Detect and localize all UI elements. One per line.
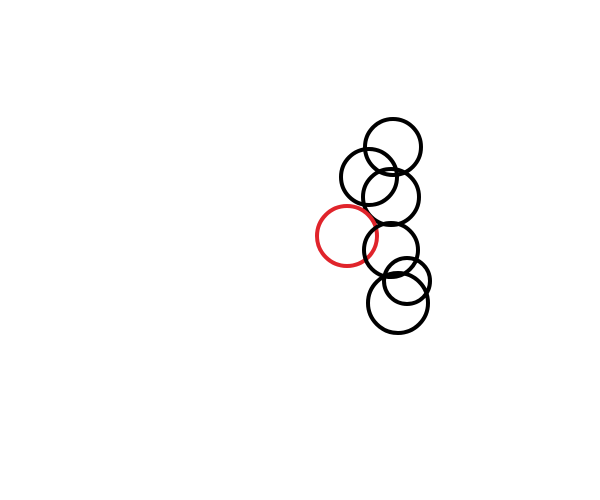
ring-bottom [366,271,430,335]
ring-small-lower [382,256,432,306]
ring-highlighted [315,204,379,268]
ring-middle [362,221,420,279]
ring-top [363,117,423,177]
ring-upper-left [339,147,399,207]
